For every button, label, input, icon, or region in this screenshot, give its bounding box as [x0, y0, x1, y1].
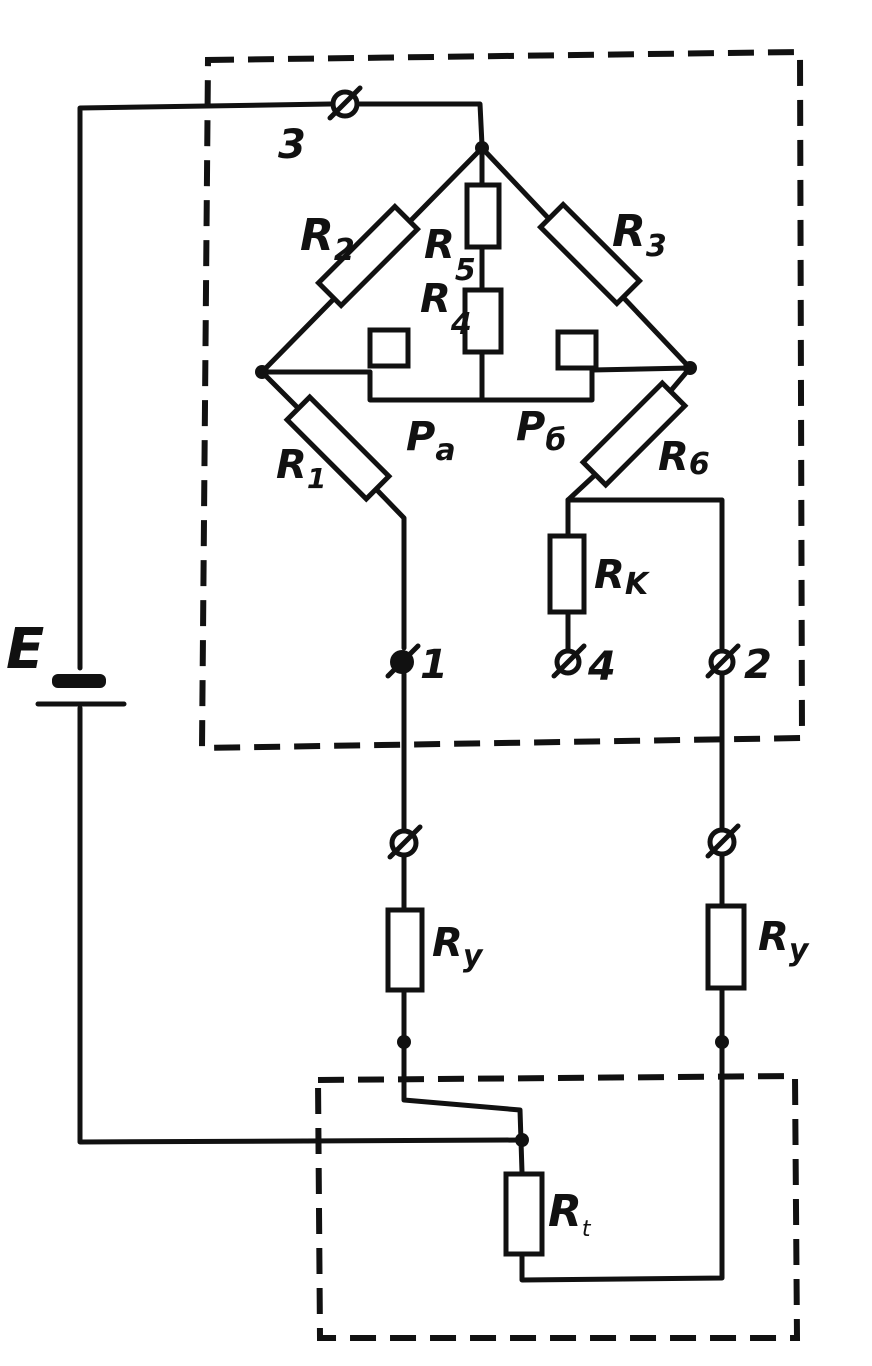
rheostat-pa	[367, 327, 411, 369]
right-line-wire	[519, 671, 725, 1283]
label-r2: R2	[300, 210, 355, 268]
label-r4: R4	[420, 276, 472, 342]
terminal-4-slash	[551, 643, 587, 679]
label-terminal-3: 3	[278, 122, 306, 168]
battery-short-plate	[52, 674, 106, 688]
terminal-1-slash	[385, 643, 421, 679]
sensor-enclosure	[314, 1072, 801, 1341]
resistor-r6	[579, 379, 689, 489]
label-terminal-1: 1	[420, 642, 448, 688]
label-terminal-2: 2	[744, 642, 772, 688]
label-ry-right: Ry	[758, 914, 810, 968]
resistor-r3	[536, 200, 644, 308]
label-e: E	[6, 617, 44, 682]
supply-wire	[77, 101, 485, 671]
label-pb: Pб	[516, 404, 566, 458]
resistor-r4	[462, 287, 504, 355]
resistor-r5	[464, 182, 502, 250]
label-pa: Pa	[406, 414, 456, 468]
resistor-r1	[283, 393, 393, 503]
wire-r1-arm	[259, 369, 407, 651]
label-ry-left: Ry	[432, 920, 484, 974]
wire-rheostat-link	[367, 367, 595, 403]
terminal-2-slash	[705, 643, 741, 679]
rheostat-pb	[555, 329, 599, 371]
resistor-ry-left	[385, 907, 425, 993]
label-terminal-4: 4	[587, 644, 616, 690]
line-terminal-right-slash	[705, 823, 741, 859]
node-left-line	[397, 1035, 411, 1049]
battery-lower-wire	[77, 705, 525, 1145]
label-r5: R5	[424, 222, 476, 288]
wire-r6-to-2	[565, 497, 725, 651]
node-rt-top	[515, 1133, 529, 1147]
wire-right-diagonal	[589, 365, 693, 373]
line-terminal-left-slash	[387, 824, 423, 860]
label-rt: Rt	[548, 1186, 592, 1242]
resistor-ry-right	[705, 903, 747, 991]
node-right-line	[715, 1035, 729, 1049]
label-r3: R3	[612, 206, 667, 264]
resistor-rk	[547, 533, 587, 615]
terminal-3-slash	[327, 85, 363, 121]
label-r1: R1	[276, 442, 326, 495]
label-rk: RK	[594, 552, 651, 602]
resistor-r2	[314, 202, 422, 310]
resistor-rt	[503, 1171, 545, 1257]
label-r6: R6	[658, 434, 710, 482]
